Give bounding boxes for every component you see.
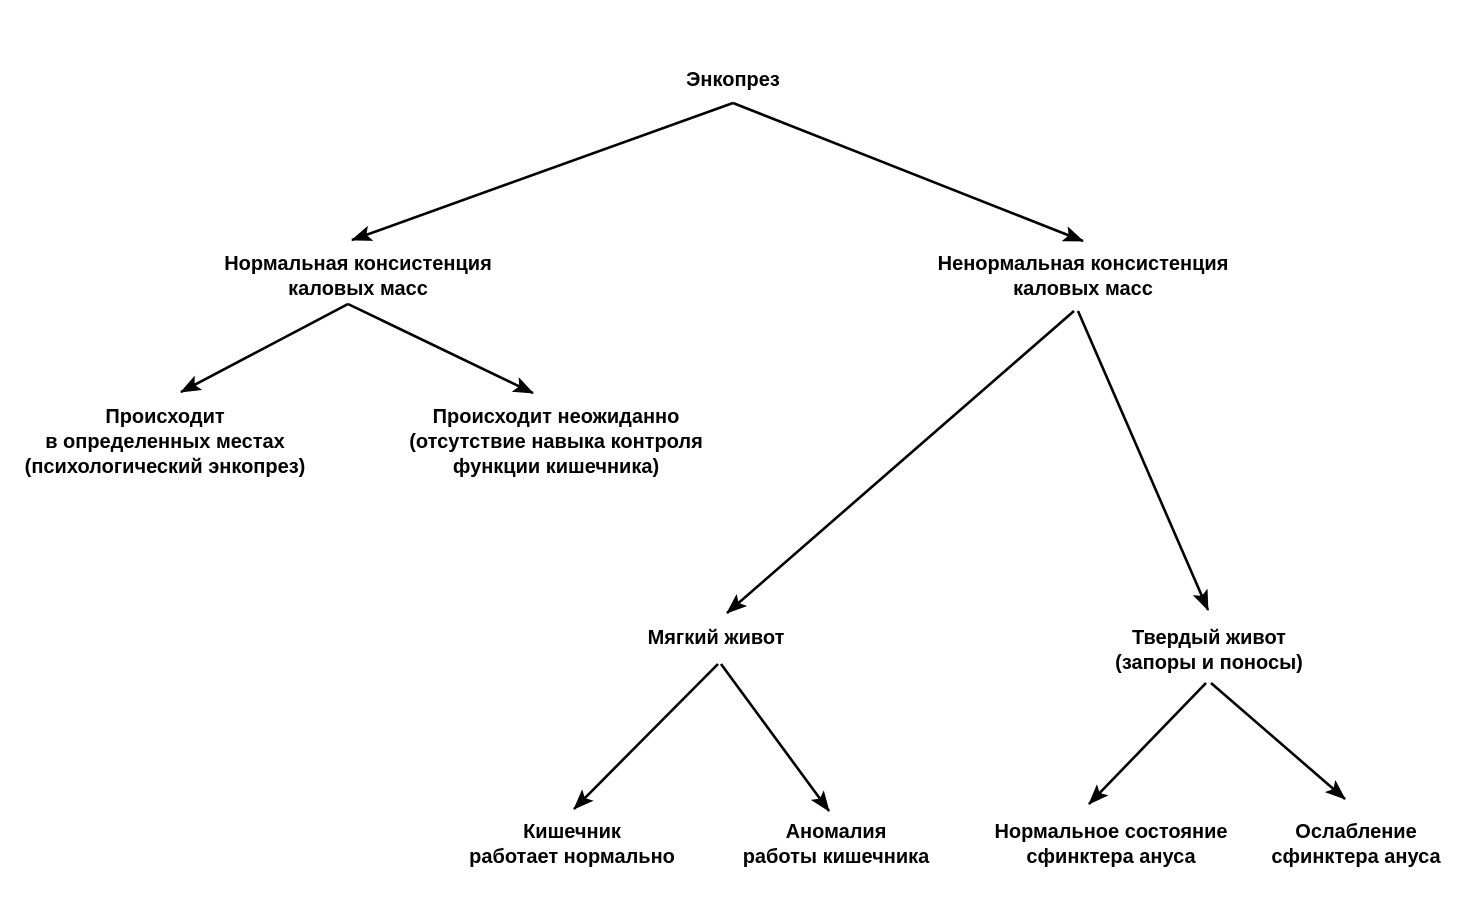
node-text-line: каловых масс (1013, 278, 1153, 300)
node-text-line: (отсутствие навыка контроля (409, 431, 703, 453)
encopresis-root: Энкопрез (686, 68, 780, 93)
node-text-line: Ослабление (1295, 821, 1417, 843)
normal-anal-sphincter: Нормальное состояние сфинктера ануса (994, 820, 1227, 870)
edge-root-to-abnormal-consistency (732, 101, 1084, 243)
node-text-line: Энкопрез (686, 69, 780, 91)
edge-soft-abdomen-to-bowel-normal (573, 663, 719, 810)
edge-abnormal-consistency-to-hard-abdomen (1076, 310, 1210, 611)
edge-root-to-normal-consistency (351, 101, 734, 242)
bowel-function-anomaly: Аномалия работы кишечника (743, 820, 930, 870)
node-text-line: Аномалия (785, 821, 887, 843)
node-text-line: в определенных местах (45, 431, 285, 453)
node-text-line: (психологический энкопрез) (24, 456, 306, 478)
edge-normal-consistency-to-specific-places (180, 302, 349, 394)
edge-soft-abdomen-to-bowel-anomaly (719, 663, 831, 812)
abnormal-stool-consistency: Ненормальная консистенция каловых масс (938, 252, 1229, 302)
weakened-anal-sphincter: Ослабление сфинктера ануса (1271, 820, 1440, 870)
node-text-line: Мягкий живот (647, 627, 785, 649)
node-text-line: функции кишечника) (452, 456, 660, 478)
edge-abnormal-consistency-to-soft-abdomen (726, 310, 1075, 614)
edge-group (180, 101, 1346, 812)
edge-hard-abdomen-to-sphincter-weak (1210, 682, 1346, 800)
node-text-line: каловых масс (288, 278, 428, 300)
node-text-line: Происходит (105, 406, 225, 428)
node-text-line: Ненормальная консистенция (937, 253, 1229, 275)
edge-hard-abdomen-to-sphincter-normal (1088, 682, 1207, 805)
node-text-line: Нормальная консистенция (224, 253, 492, 275)
normal-stool-consistency: Нормальная консистенция каловых масс (224, 252, 492, 302)
occurs-unexpectedly: Происходит неожиданно (отсутствие навыка … (409, 405, 703, 480)
soft-abdomen: Мягкий живот (648, 626, 785, 651)
node-text-line: сфинктера ануса (1271, 846, 1441, 868)
occurs-in-specific-places: Происходит в определенных местах (психолог… (25, 405, 306, 480)
bowel-works-normally: Кишечник работает нормально (469, 820, 675, 870)
node-text-line: Кишечник (523, 821, 621, 843)
hard-abdomen: Твердый живот (запоры и поносы) (1115, 626, 1303, 676)
node-text-line: сфинктера ануса (1026, 846, 1196, 868)
node-text-line: (запоры и поносы) (1115, 652, 1303, 674)
node-text-line: Твердый живот (1132, 627, 1286, 649)
node-text-line: Происходит неожиданно (432, 406, 680, 428)
node-text-line: работы кишечника (742, 846, 930, 868)
edge-normal-consistency-to-unexpected (347, 302, 534, 395)
node-text-line: работает нормально (469, 846, 675, 868)
node-text-line: Нормальное состояние (994, 821, 1228, 843)
